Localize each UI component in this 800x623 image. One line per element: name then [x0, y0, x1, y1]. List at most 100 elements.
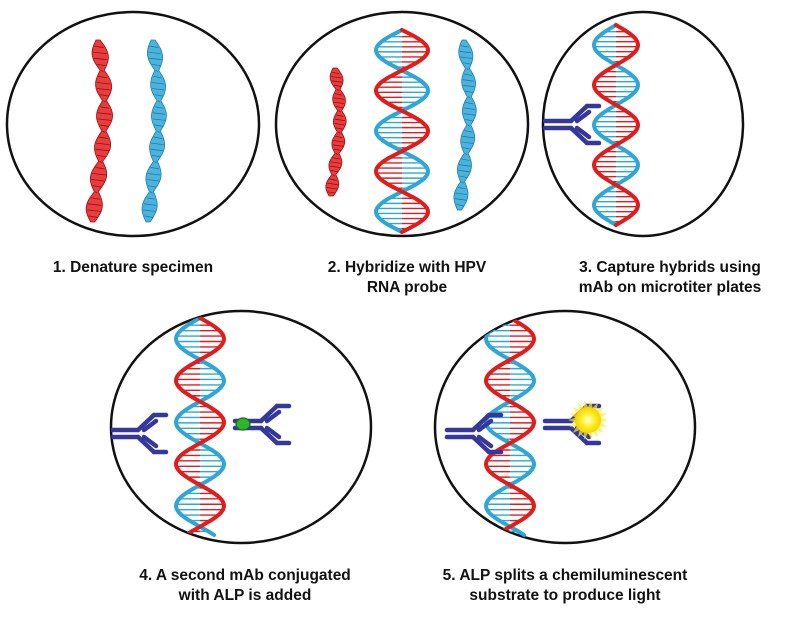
- strand-hatch: [146, 179, 160, 182]
- strand-ribbon: [141, 39, 167, 223]
- caption-line: with ALP is added: [178, 587, 312, 604]
- strand-hatch: [336, 114, 344, 117]
- strand-hatch: [150, 167, 159, 170]
- dna-backbone: [373, 28, 431, 234]
- strand-hatch: [338, 131, 341, 134]
- alp-enzyme: [235, 417, 251, 431]
- strand-hatch: [326, 187, 338, 190]
- antibody-arm: [258, 425, 280, 446]
- step-4-caption: 4. A second mAb conjugated with ALP is a…: [110, 566, 380, 606]
- strand-hatch: [465, 101, 474, 105]
- strand-hatch: [98, 136, 109, 139]
- strand-hatch: [464, 153, 468, 156]
- strand-hatch: [467, 124, 471, 127]
- strand-hatch: [100, 70, 104, 73]
- strand-hatch: [91, 179, 105, 182]
- rna-dna-hybrid: [591, 23, 641, 227]
- step-5-caption: 5. ALP splits a chemiluminescent substra…: [420, 566, 710, 606]
- single-strand-blue: [141, 39, 167, 223]
- capture-antibody: [444, 412, 504, 455]
- strand-hatch: [154, 94, 163, 97]
- rna-backbone: [591, 23, 641, 227]
- caption-line: 2. Hybridize with HPV: [327, 259, 487, 276]
- strand-hatch: [88, 215, 98, 218]
- antibody-arm: [470, 412, 492, 433]
- step-2-caption: 2. Hybridize with HPV RNA probe: [282, 258, 532, 298]
- strand-hatch: [154, 106, 164, 109]
- strand-hatch: [338, 110, 341, 113]
- strand-hatch: [327, 191, 336, 194]
- strand-hatch: [151, 142, 164, 146]
- strand-hatch: [148, 51, 161, 55]
- step-3-panel: [541, 10, 745, 238]
- antibody-arm: [476, 418, 494, 433]
- strand-hatch: [99, 94, 109, 97]
- strand-hatch: [329, 165, 341, 169]
- strand-hatch: [463, 84, 475, 88]
- rna-dna-hybrid: [483, 316, 537, 537]
- strand-hatch: [459, 50, 472, 54]
- strand-hatch: [157, 130, 160, 133]
- strand-hatch: [331, 76, 342, 79]
- strand-hatch: [152, 118, 166, 121]
- strand-hatch: [461, 158, 470, 161]
- strand-hatch: [331, 80, 343, 83]
- antibody-arm: [568, 125, 590, 146]
- strand-hatch: [468, 96, 471, 99]
- antibody-arm: [135, 434, 157, 455]
- strand-hatch: [332, 174, 335, 177]
- dna-backbone: [173, 316, 227, 537]
- strand-hatch: [151, 63, 161, 67]
- strand-hatch: [147, 185, 157, 188]
- strand-hatch: [454, 198, 467, 201]
- strand-hatch: [460, 56, 472, 59]
- strand-hatch: [99, 161, 102, 164]
- antibody-arm: [141, 418, 159, 433]
- strand-hatch: [96, 63, 107, 67]
- strand-hatch: [92, 173, 106, 176]
- strand-hatch: [465, 118, 474, 122]
- strand-hatch: [142, 209, 156, 212]
- strand-hatch: [90, 197, 101, 200]
- strand-hatch: [334, 101, 345, 105]
- strand-hatch: [335, 135, 343, 139]
- caption-line: RNA probe: [366, 279, 448, 296]
- caption-line: mAb on microtiter plates: [578, 279, 762, 296]
- single-strand-red: [325, 67, 347, 197]
- strand-hatch: [95, 191, 98, 194]
- strand-ribbon: [453, 39, 477, 211]
- strand-hatch: [155, 70, 159, 73]
- single-strand-red: [85, 39, 114, 223]
- strand-hatch: [336, 89, 340, 92]
- strand-hatch: [463, 107, 476, 110]
- strand-hatch: [335, 153, 339, 156]
- step-2-panel: [274, 10, 530, 238]
- step-4-panel: [109, 309, 373, 545]
- strand-hatch: [150, 148, 164, 152]
- strand-hatch: [333, 140, 344, 143]
- dna-backbone: [591, 23, 641, 227]
- rna-dna-hybrid: [373, 28, 431, 234]
- strand-hatch: [150, 191, 153, 194]
- step-1-panel: [5, 10, 261, 238]
- antibody-arm: [574, 125, 592, 140]
- strand-hatch: [153, 136, 163, 139]
- strand-hatch: [144, 215, 153, 218]
- strand-hatch: [96, 82, 111, 85]
- light-core: [575, 407, 601, 433]
- strand-hatch: [92, 51, 107, 55]
- strand-hatch: [332, 157, 341, 160]
- strand-hatch: [96, 154, 107, 158]
- strand-hatch: [99, 124, 109, 127]
- strand-hatch: [103, 100, 106, 103]
- strand-hatch: [157, 100, 161, 103]
- strand-hatch: [94, 45, 104, 48]
- strand-hatch: [98, 76, 108, 79]
- caption-line: 3. Capture hybrids using: [579, 259, 761, 276]
- strand-hatch: [462, 62, 471, 65]
- caption-line: 5. ALP splits a chemiluminescent: [442, 567, 688, 584]
- light-burst-icon: [568, 400, 608, 440]
- strand-hatch: [154, 161, 157, 164]
- antibody-arm: [141, 434, 159, 449]
- strand-hatch: [102, 130, 106, 133]
